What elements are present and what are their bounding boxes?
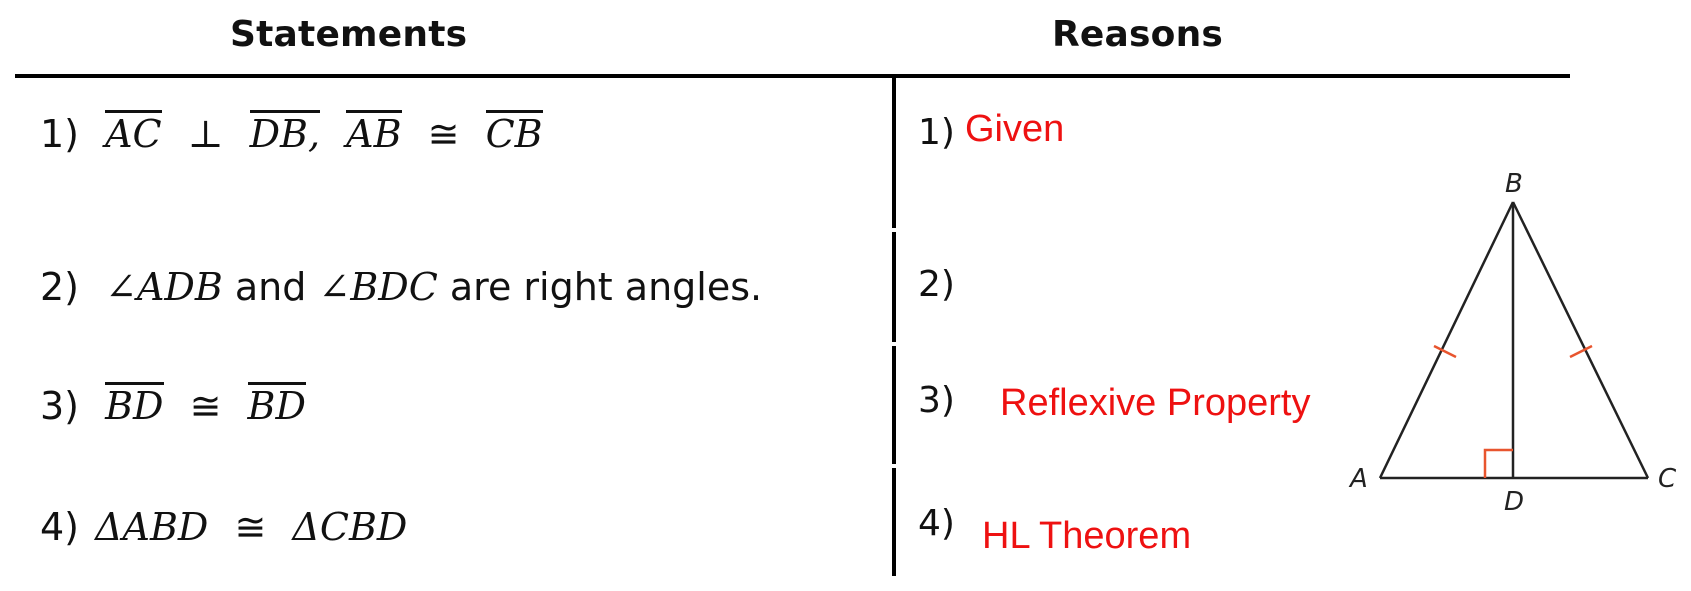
statement-2: 2) ∠ADB and ∠BDC are right angles.	[40, 265, 762, 309]
reason-1-text: Given	[965, 108, 1065, 150]
statement-number: 2)	[40, 265, 80, 309]
reason-number-2: 2)	[918, 264, 955, 305]
label-b: B	[1505, 169, 1523, 199]
triangle-abd: ΔABD	[95, 505, 209, 549]
reason-number-4: 4)	[918, 503, 955, 544]
triangle-cbd: ΔCBD	[292, 505, 408, 549]
header-rule	[15, 74, 1570, 78]
congruent-symbol: ≅	[234, 505, 267, 549]
tick-mark-bc	[1569, 344, 1593, 359]
word-and: and	[234, 265, 307, 309]
segment-ac: AC	[105, 110, 162, 156]
header-reasons: Reasons	[1052, 14, 1224, 55]
segment-bd-copy: BD	[247, 382, 306, 428]
reason-3-text: Reflexive Property	[1000, 382, 1311, 424]
column-divider-2	[892, 232, 896, 342]
side-ab	[1378, 201, 1515, 479]
right-angle-marker	[1483, 448, 1513, 478]
segment-bd: BD	[105, 382, 164, 428]
column-divider-3	[892, 346, 896, 464]
column-divider-4	[892, 468, 896, 576]
header-statements: Statements	[230, 14, 468, 55]
statement-4: 4) ΔABD ≅ ΔCBD	[40, 505, 407, 549]
angle-bdc: ∠BDC	[318, 265, 438, 309]
statement-number: 3)	[40, 384, 80, 428]
label-d: D	[1504, 487, 1524, 517]
reason-number-1: 1)	[918, 112, 955, 153]
statement-1: 1) AC ⊥ DB, AB ≅ CB	[40, 110, 543, 156]
statement-number: 4)	[40, 505, 80, 549]
reason-number-3: 3)	[918, 380, 955, 421]
triangle-diagram: B A C D	[1348, 169, 1677, 517]
statement-3: 3) BD ≅ BD	[40, 382, 306, 428]
segment-db: DB,	[249, 110, 321, 156]
reason-4-text: HL Theorem	[982, 515, 1192, 557]
statement-text: are right angles.	[449, 265, 763, 309]
side-bc	[1511, 201, 1650, 479]
segment-cb: CB	[485, 110, 543, 156]
angle-adb: ∠ADB	[105, 265, 223, 309]
label-a: A	[1348, 464, 1368, 494]
column-divider-1	[892, 78, 896, 228]
statement-number: 1)	[40, 112, 80, 156]
perpendicular-symbol: ⊥	[187, 112, 224, 156]
tick-mark-ab	[1433, 344, 1457, 359]
congruent-symbol: ≅	[189, 384, 222, 428]
segment-ab: AB	[346, 110, 402, 156]
congruent-symbol: ≅	[427, 112, 460, 156]
label-c: C	[1658, 464, 1677, 494]
